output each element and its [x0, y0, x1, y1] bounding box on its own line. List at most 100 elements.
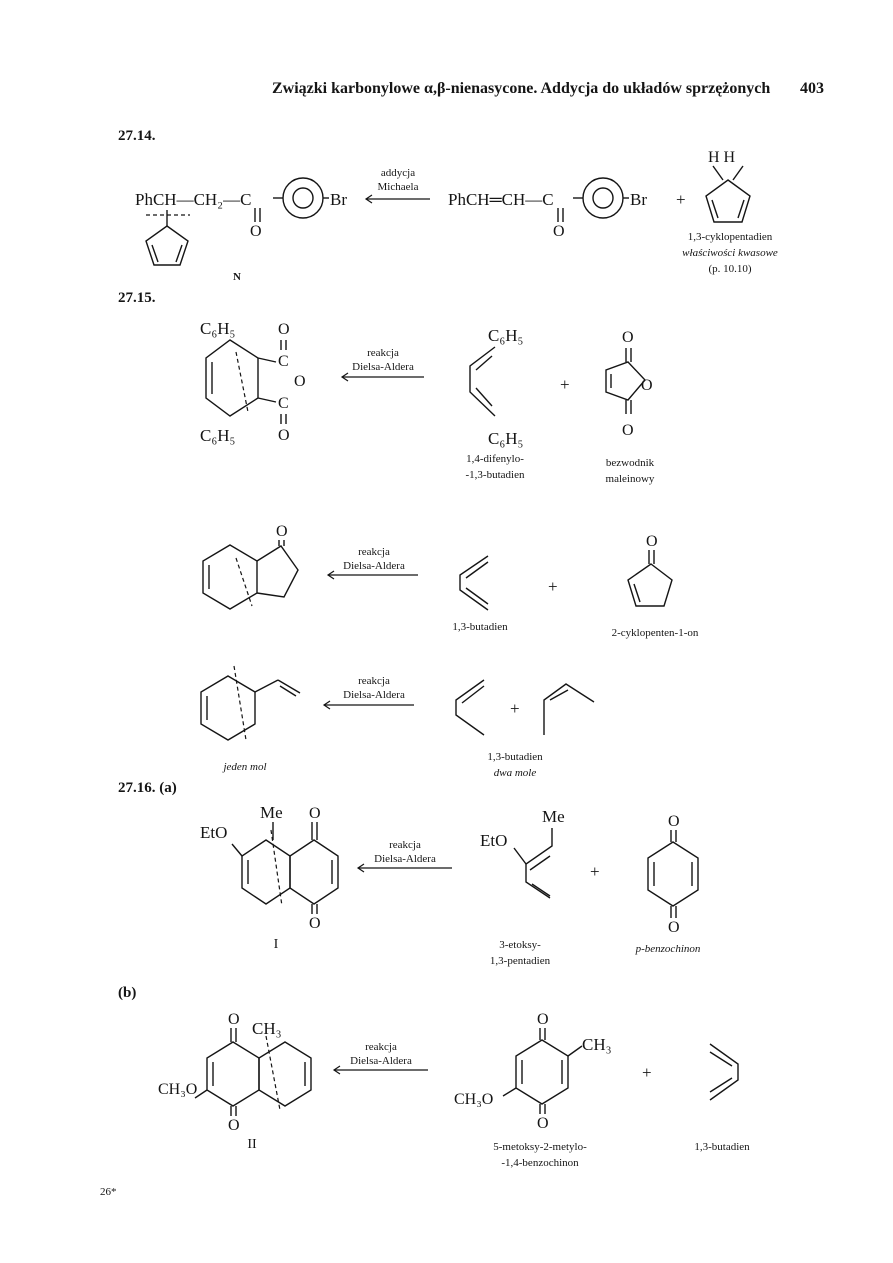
problem-number-27-15: 27.15.	[118, 290, 156, 306]
butadiene-chain-2	[455, 679, 485, 736]
stray-mark: N	[233, 271, 241, 283]
anhydride-carbon-top: C	[278, 353, 289, 370]
butadiene-name-2: 1,3-butadien	[487, 751, 543, 763]
quinone2-methyl-label: CH₃	[582, 1035, 612, 1054]
ethoxypentadiene-name-1: 3-etoksy-	[499, 939, 541, 951]
problem-number-27-16b: (b)	[118, 985, 137, 1001]
butadiene-chain-4	[709, 1043, 739, 1101]
carbonyl-oxygen-reactant: O	[553, 223, 565, 240]
cyclopentadiene-name: 1,3-cyklopentadien	[687, 231, 773, 243]
compound-id-II: II	[247, 1137, 257, 1152]
diene-ethoxy-label: EtO	[480, 831, 507, 850]
arrow-label-reakcja-2: reakcja	[358, 546, 390, 558]
maleic-oxygen-top: O	[622, 329, 634, 346]
adduct2-methoxy-label: CH₃O	[158, 1081, 197, 1098]
running-title: Związki karbonylowe α,β-nienasycone. Add…	[272, 80, 771, 97]
butadiene-name-3: 1,3-butadien	[694, 1141, 750, 1153]
quinone2-oxygen-top: O	[537, 1011, 549, 1028]
adduct-oxygen-bottom: O	[309, 915, 321, 932]
reactant-chain-formula: PhCH═CH—C	[448, 190, 554, 209]
page-number: 403	[800, 80, 824, 97]
adduct2-right-ring	[258, 1041, 312, 1107]
arrow-label-diels-alder-3: Dielsa-Aldera	[343, 689, 405, 701]
maleic-anhydride-ring	[605, 361, 646, 401]
adduct2-left-ring	[206, 1041, 260, 1107]
plus-sign-4: +	[590, 862, 600, 881]
phenyl-top-adduct: C₆H₅	[200, 319, 236, 338]
methoxymethylbenzoquinone-name-1: 5-metoksy-2-metylo-	[493, 1141, 587, 1153]
quinone2-methoxy-label: CH₃O	[454, 1091, 493, 1108]
plus-sign-1: +	[560, 375, 570, 394]
compound-id-I: I	[273, 937, 279, 952]
carbonyl-oxygen-product: O	[250, 223, 262, 240]
ketone-oxygen-adduct: O	[276, 523, 288, 540]
anhydride-ring-oxygen: O	[294, 373, 306, 390]
cyclopentadiene-note: właściwości kwasowe	[682, 247, 778, 259]
plus-sign-2: +	[548, 577, 558, 596]
plus-sign-3: +	[510, 699, 520, 718]
adduct2-methyl-label: CH₃	[252, 1019, 282, 1038]
butadiene-chain-1	[459, 555, 489, 611]
cyclopentenone-oxygen: O	[646, 533, 658, 550]
quinone-oxygen-top: O	[668, 813, 680, 830]
maleic-anhydride-name-2: maleinowy	[605, 473, 655, 485]
diene-phenyl-top: C₆H₅	[488, 326, 524, 345]
quinone2-oxygen-bottom: O	[537, 1115, 549, 1132]
butadiene-chain-3	[543, 683, 595, 735]
arrow-label-michaela: Michaela	[378, 181, 419, 193]
cyclopentadiene-ring-product	[145, 225, 189, 266]
anhydride-oxygen-top: O	[278, 321, 290, 338]
quinone-oxygen-bottom: O	[668, 919, 680, 936]
methoxymethylbenzoquinone-name-2: -1,4-benzochinon	[501, 1157, 579, 1169]
ethoxy-label-adduct: EtO	[200, 823, 227, 842]
problem-number-27-16a: 27.16. (a)	[118, 780, 177, 796]
adduct2-oxygen-top: O	[228, 1011, 240, 1028]
maleic-ring-oxygen: O	[641, 377, 653, 394]
diene-methyl-label: Me	[542, 807, 565, 826]
arrow-label-reakcja-4: reakcja	[389, 839, 421, 851]
diphenylbutadiene-name-2: -1,3-butadien	[465, 469, 525, 481]
anhydride-carbon-bottom: C	[278, 395, 289, 412]
problem-number-27-14: 27.14.	[118, 128, 156, 144]
diphenylbutadiene-name-1: 1,4-difenylo-	[466, 453, 524, 465]
arrow-label-addycja: addycja	[381, 167, 415, 179]
ethoxypentadiene-name-2: 1,3-pentadien	[489, 955, 551, 967]
adduct2-oxygen-bottom: O	[228, 1117, 240, 1134]
product-chain-formula: PhCH—CH₂—C	[135, 190, 251, 209]
arrow-label-diels-alder-1: Dielsa-Aldera	[352, 361, 414, 373]
bromo-substituent-reactant: Br	[630, 190, 647, 209]
arrow-label-diels-alder-4: Dielsa-Aldera	[374, 853, 436, 865]
plus-sign-5: +	[642, 1063, 652, 1082]
cyclopentadiene-ring	[705, 179, 751, 223]
arrow-label-reakcja-3: reakcja	[358, 675, 390, 687]
adduct-right-ring	[289, 839, 339, 905]
adduct-oxygen-top: O	[309, 805, 321, 822]
arrow-label-diels-alder-2: Dielsa-Aldera	[343, 560, 405, 572]
cyclopentenone-ring	[627, 563, 673, 607]
cyclopentadiene-ref: (p. 10.10)	[708, 263, 752, 275]
bromo-substituent-product: Br	[330, 190, 347, 209]
diene-phenyl-bottom: C₆H₅	[488, 429, 524, 448]
phenyl-bottom-adduct: C₆H₅	[200, 426, 236, 445]
cp-hydrogens: H H	[708, 149, 736, 166]
arrow-label-reakcja-5: reakcja	[365, 1041, 397, 1053]
arrow-label-diels-alder-5: Dielsa-Aldera	[350, 1055, 412, 1067]
anhydride-oxygen-bottom: O	[278, 427, 290, 444]
quinone2-ring	[515, 1039, 569, 1105]
butadiene-name-1: 1,3-butadien	[452, 621, 508, 633]
methyl-label-adduct: Me	[260, 803, 283, 822]
diphenylbutadiene-chain	[469, 346, 496, 417]
benzoquinone-name: p-benzochinon	[635, 943, 701, 955]
one-mole-note: jeden mol	[223, 761, 267, 773]
cyclopentenone-name: 2-cyklopenten-1-on	[611, 627, 699, 639]
maleic-oxygen-bottom: O	[622, 422, 634, 439]
sheet-mark: 26*	[100, 1186, 117, 1198]
benzoquinone-ring	[647, 841, 699, 907]
maleic-anhydride-name-1: bezwodnik	[605, 457, 655, 469]
